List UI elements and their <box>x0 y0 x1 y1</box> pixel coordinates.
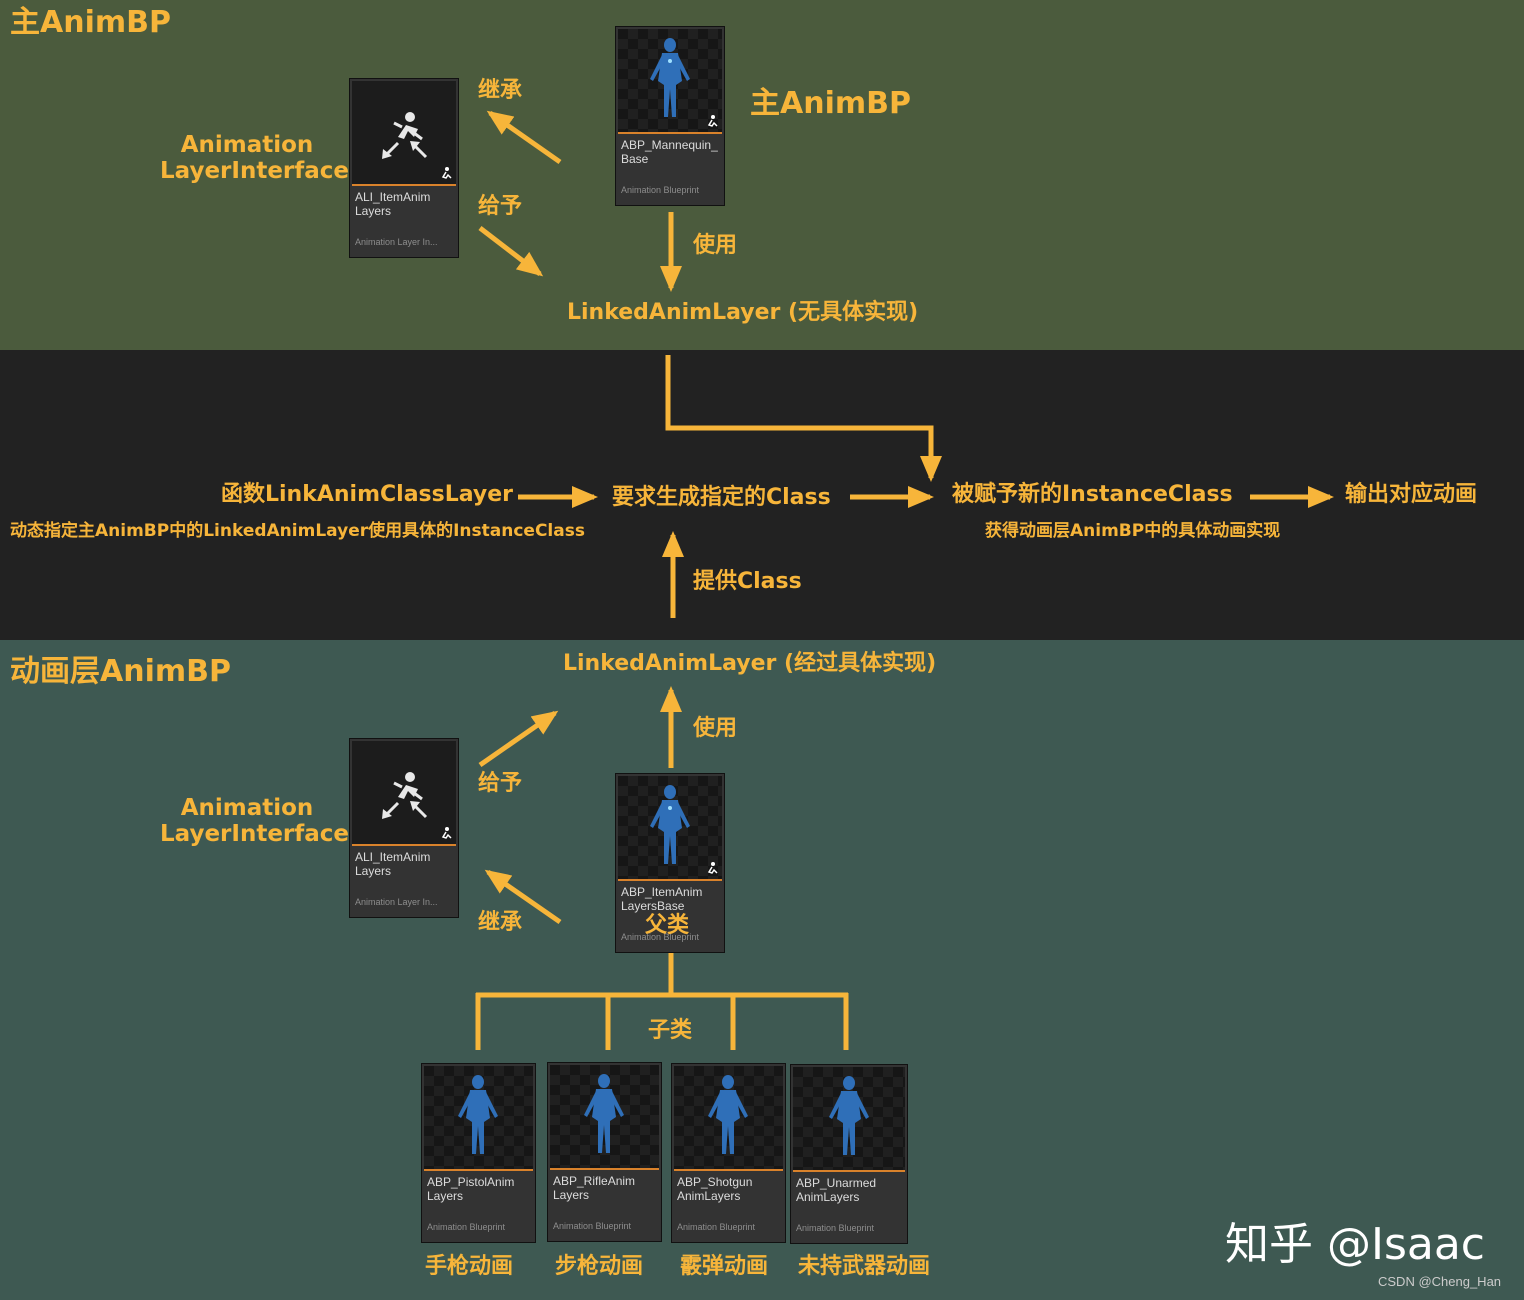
asset-type: Animation Blueprint <box>796 1223 875 1233</box>
assigned-instance-class: 被赋予新的InstanceClass <box>952 482 1233 507</box>
asset-color-bar <box>618 879 722 881</box>
linked-to-assigned-connector <box>665 355 942 482</box>
interface-label-line1: Animation <box>180 795 314 821</box>
assigned-desc: 获得动画层AnimBP中的具体动画实现 <box>985 521 1281 541</box>
mannequin-icon <box>650 38 690 117</box>
output-animation: 输出对应动画 <box>1345 482 1478 507</box>
interface-label-line2: LayerInterface <box>160 158 350 185</box>
runner-corner-icon <box>441 827 452 839</box>
asset-type: Animation Blueprint <box>427 1222 506 1232</box>
layer-animbp-title: 动画层AnimBP <box>10 654 231 689</box>
request-class: 要求生成指定的Class <box>612 485 831 510</box>
asset-type: Animation Blueprint <box>621 185 700 195</box>
give-arrow-bottom <box>478 710 559 768</box>
asset-name: ABP_Mannequin_Base <box>621 138 718 166</box>
runner-corner-icon <box>707 115 718 127</box>
give-label-bottom: 给予 <box>478 771 523 796</box>
mannequin-icon <box>584 1074 624 1153</box>
function-name: 函数LinkAnimClassLayer <box>221 482 514 507</box>
linked-layer-bottom: LinkedAnimLayer (经过具体实现) <box>563 651 937 676</box>
provide-class: 提供Class <box>693 569 802 594</box>
abp-mannequin-base-asset[interactable]: ABP_Mannequin_Base Animation Blueprint <box>615 26 725 206</box>
main-animbp-title: 主AnimBP <box>10 5 171 40</box>
asset-type: Animation Blueprint <box>677 1222 756 1232</box>
interface-label-line1: Animation <box>180 132 314 158</box>
asset-type: Animation Blueprint <box>621 932 700 942</box>
interface-label-line2: LayerInterface <box>160 821 350 848</box>
asset-thumbnail <box>618 29 722 132</box>
asset-type: Animation Layer In... <box>355 897 438 907</box>
function-desc: 动态指定主AnimBP中的LinkedAnimLayer使用具体的Instanc… <box>10 521 585 541</box>
main-animbp-section <box>0 0 1524 350</box>
asset-color-bar <box>424 1169 533 1171</box>
zhihu-watermark: 知乎 @Isaac <box>1225 1219 1486 1270</box>
mannequin-icon <box>708 1075 748 1154</box>
mannequin-icon <box>650 785 690 864</box>
give-arrow-top <box>478 226 544 277</box>
animation-interface-icon <box>382 112 428 159</box>
give-label-top: 给予 <box>478 194 523 219</box>
asset-thumbnail <box>618 776 722 879</box>
use-label-bottom: 使用 <box>693 716 738 741</box>
asset-color-bar <box>793 1170 905 1172</box>
child-label-unarmed: 未持武器动画 <box>798 1254 931 1279</box>
inherit-label-top: 继承 <box>478 78 523 103</box>
animation-interface-icon <box>382 772 428 819</box>
asset-type: Animation Blueprint <box>553 1221 632 1231</box>
main-animbp-label: 主AnimBP <box>750 86 911 121</box>
inherit-arrow-top <box>486 110 562 165</box>
interface-label-top: Animation LayerInterface <box>160 132 350 185</box>
child-label-shotgun: 霰弹动画 <box>680 1254 769 1279</box>
inherit-arrow-bottom <box>484 869 562 925</box>
runner-corner-icon <box>707 862 718 874</box>
asset-thumbnail <box>550 1065 659 1168</box>
asset-thumbnail <box>424 1066 533 1169</box>
child-label-pistol: 手枪动画 <box>425 1254 514 1279</box>
interface-label-bottom: Animation LayerInterface <box>160 795 350 848</box>
asset-thumbnail <box>352 81 456 184</box>
asset-type: Animation Layer In... <box>355 237 438 247</box>
linked-layer-top: LinkedAnimLayer (无具体实现) <box>567 300 919 325</box>
mannequin-icon <box>458 1075 498 1154</box>
parent-class-label: 父类 <box>645 913 690 938</box>
asset-color-bar <box>674 1169 783 1171</box>
child-class-label: 子类 <box>648 1018 693 1043</box>
use-label-top: 使用 <box>693 233 738 258</box>
csdn-credit: CSDN @Cheng_Han <box>1378 1274 1502 1289</box>
asset-color-bar <box>352 184 456 186</box>
inherit-label-bottom: 继承 <box>478 910 523 935</box>
runner-corner-icon <box>441 167 452 179</box>
asset-thumbnail <box>352 741 456 844</box>
child-label-rifle: 步枪动画 <box>555 1254 644 1279</box>
asset-color-bar <box>618 132 722 134</box>
asset-color-bar <box>550 1168 659 1170</box>
asset-thumbnail <box>674 1066 783 1169</box>
asset-color-bar <box>352 844 456 846</box>
mannequin-icon <box>829 1076 869 1155</box>
asset-thumbnail <box>793 1067 905 1170</box>
